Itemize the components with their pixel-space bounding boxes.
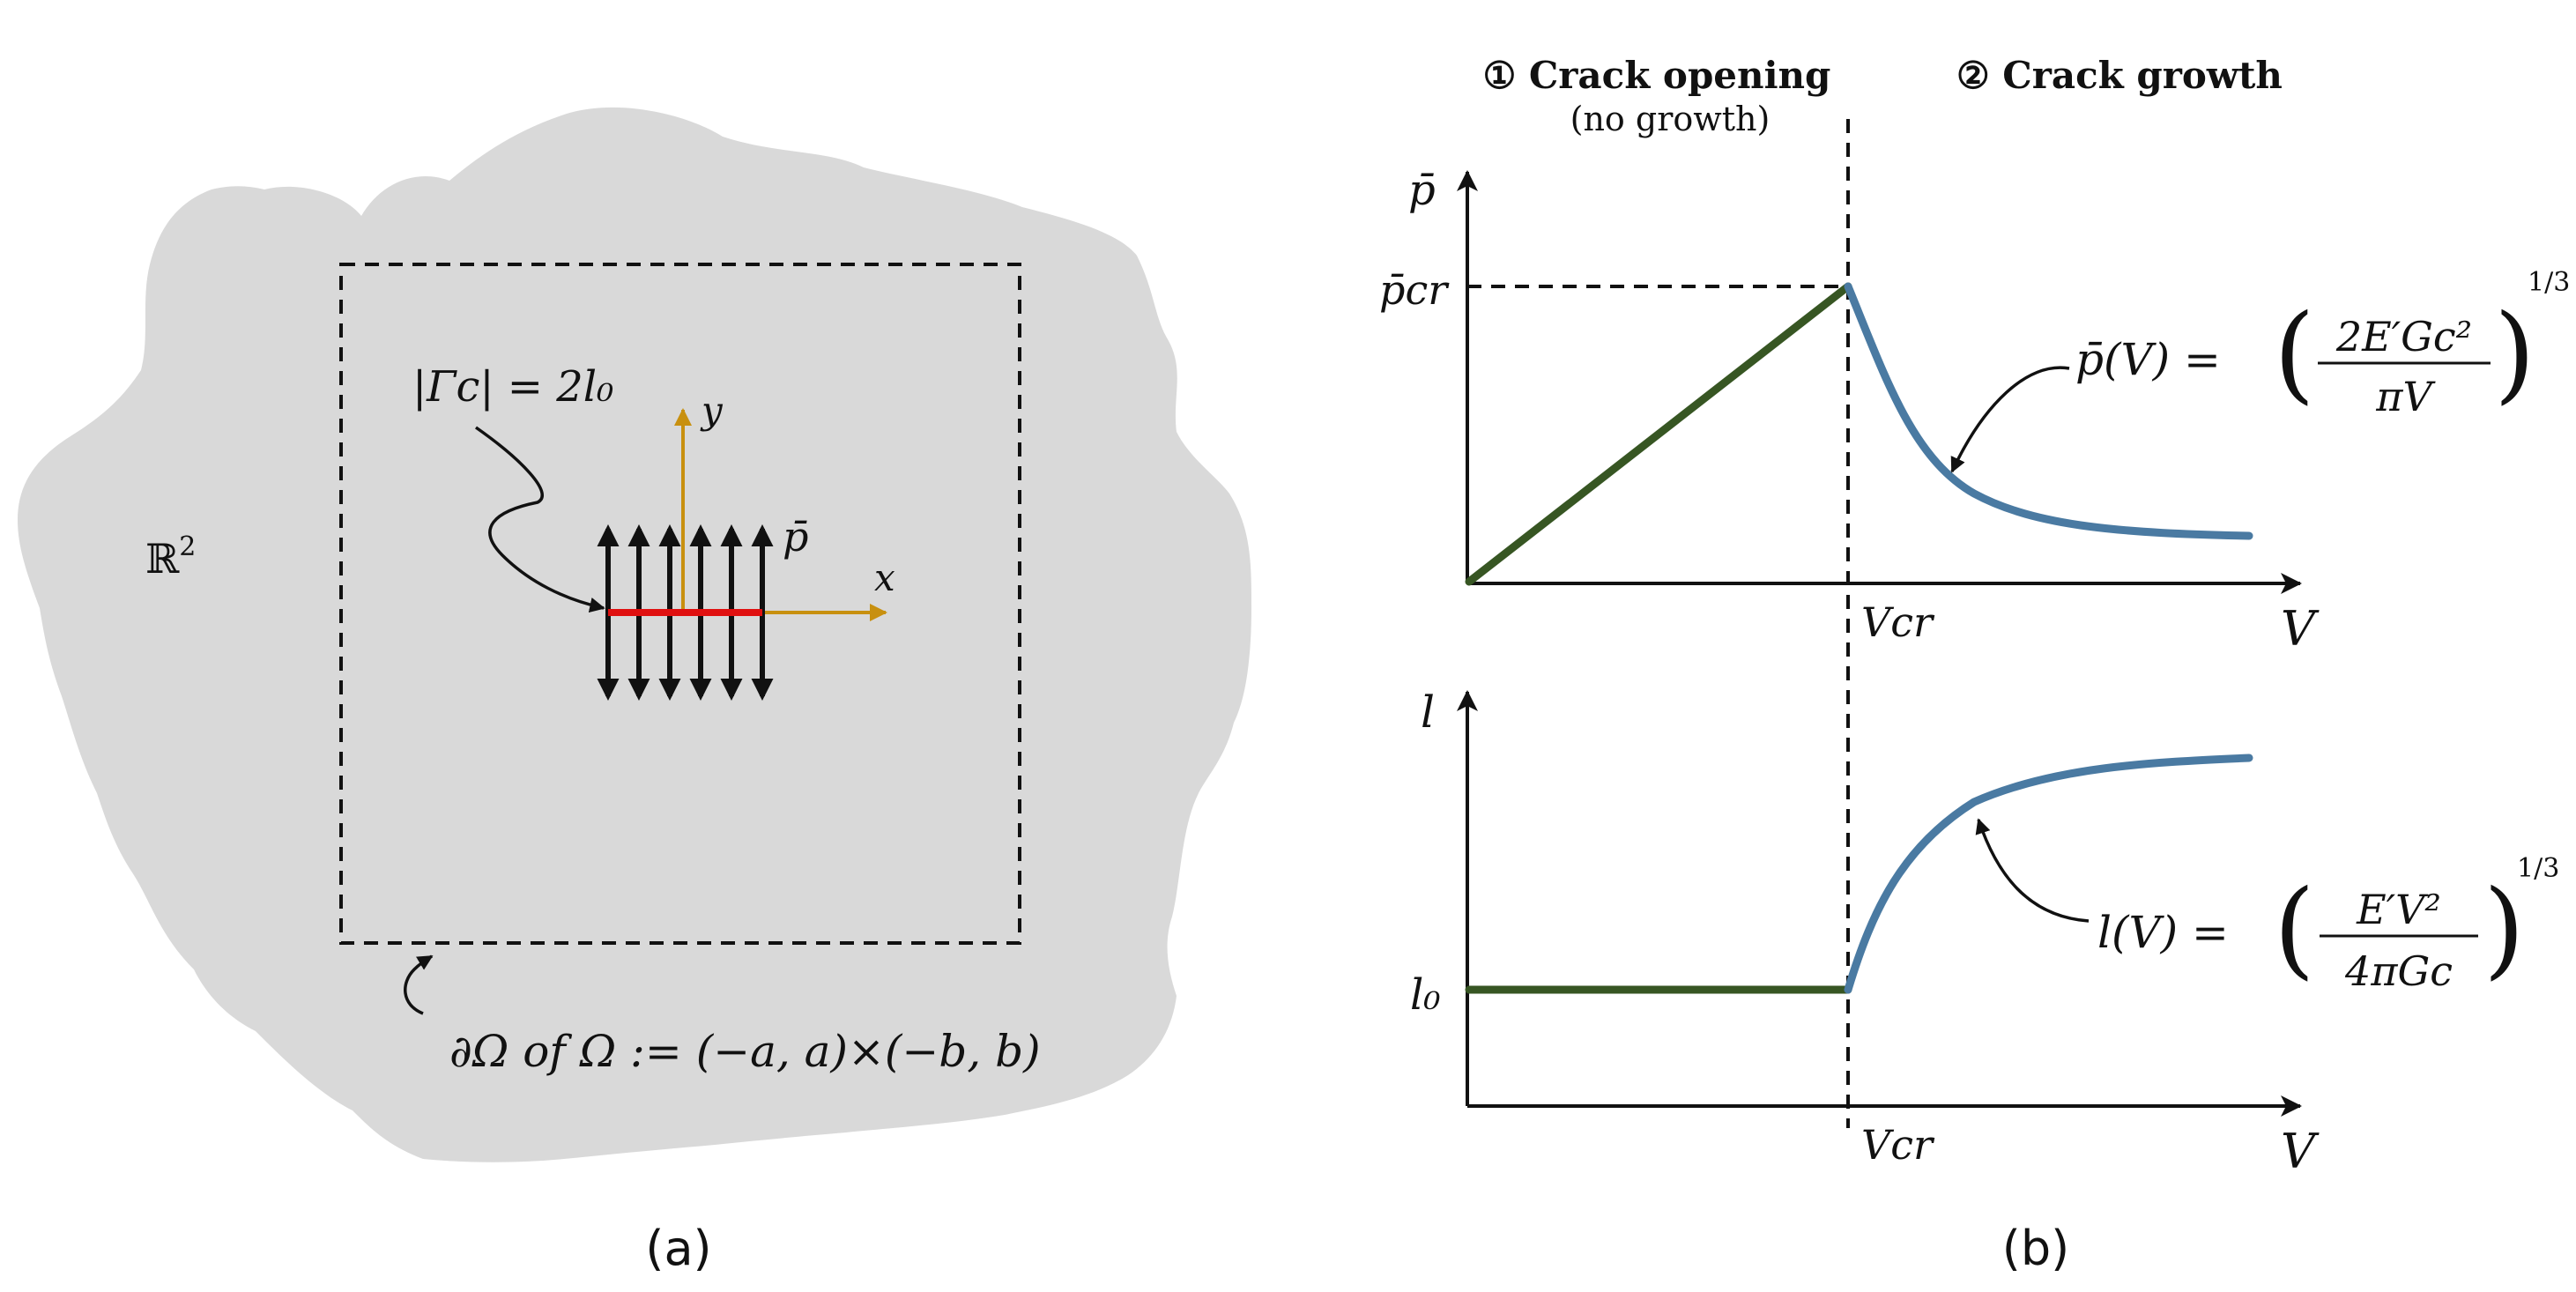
bottom-x-axis-label: V (2281, 1124, 2320, 1179)
bottom-formula-num: E′V² (2356, 886, 2441, 933)
panel-a: ℝ2 x y p̄ |Γc| = 2l₀ ∂Ω of Ω := (−a, a)×… (18, 107, 1251, 1276)
top-formula-exponent: 1/3 (2528, 267, 2570, 298)
boundary-label: ∂Ω of Ω := (−a, a)×(−b, b) (449, 1026, 1041, 1077)
y-axis-label: y (700, 389, 724, 432)
truncated-domain-boundary (339, 263, 1021, 945)
opening-pressure-line (1465, 282, 1852, 586)
top-plot: p̄ p̄cr Vcr V p̄(V) = ( 2E′Gc² πV ) 1/3 (1379, 166, 2570, 657)
bottom-formula-leader (1975, 818, 2090, 923)
top-x-axis-label: V (2281, 601, 2320, 657)
bottom-formula-lhs: l(V) = (2097, 907, 2229, 958)
top-formula-lhs: p̄(V) = (2075, 334, 2221, 385)
bottom-y-tick-label: l₀ (1410, 970, 1441, 1020)
top-formula-den: πV (2375, 373, 2436, 420)
bottom-formula-exponent: 1/3 (2517, 853, 2559, 884)
caption-a: (a) (645, 1221, 711, 1276)
bottom-formula-den: 4πGc (2344, 947, 2453, 995)
top-formula-leader (1950, 366, 2070, 473)
phase2-title: ② Crack growth (1956, 54, 2283, 97)
domain-label: ℝ2 (145, 531, 196, 583)
top-x-tick-label: Vcr (1861, 598, 1935, 646)
crack-length-leader (474, 426, 605, 613)
phase1-title: ① Crack opening (1483, 54, 1831, 97)
boundary-leader (404, 954, 434, 1015)
caption-b: (b) (2002, 1221, 2069, 1276)
phase1-subtitle: (no growth) (1570, 100, 1771, 138)
top-y-axis-label: p̄ (1408, 166, 1436, 215)
panel-b: ① Crack opening (no growth) ② Crack grow… (1379, 54, 2570, 1276)
bottom-y-axis-label: l (1421, 687, 1435, 738)
pressure-label: p̄ (783, 513, 808, 561)
bottom-formula-rparen: ) (2483, 868, 2525, 991)
bottom-formula: l(V) = ( E′V² 4πGc ) 1/3 (2097, 853, 2559, 995)
top-y-tick-label: p̄cr (1379, 266, 1450, 314)
bottom-formula-lparen: ( (2274, 868, 2315, 991)
crack-length-label: |Γc| = 2l₀ (412, 362, 613, 412)
growth-length-curve (1844, 754, 2253, 994)
growth-pressure-curve (1844, 282, 2253, 540)
top-formula: p̄(V) = ( 2E′Gc² πV ) 1/3 (2075, 267, 2570, 420)
x-axis-label: x (874, 556, 895, 599)
bottom-x-tick-label: Vcr (1861, 1121, 1935, 1169)
top-formula-num: 2E′Gc² (2335, 313, 2472, 360)
top-formula-rparen: ) (2494, 293, 2535, 415)
bottom-plot: l l₀ Vcr V l(V) = ( E′V² 4πGc ) 1/3 (1410, 687, 2559, 1179)
top-formula-lparen: ( (2274, 293, 2315, 415)
